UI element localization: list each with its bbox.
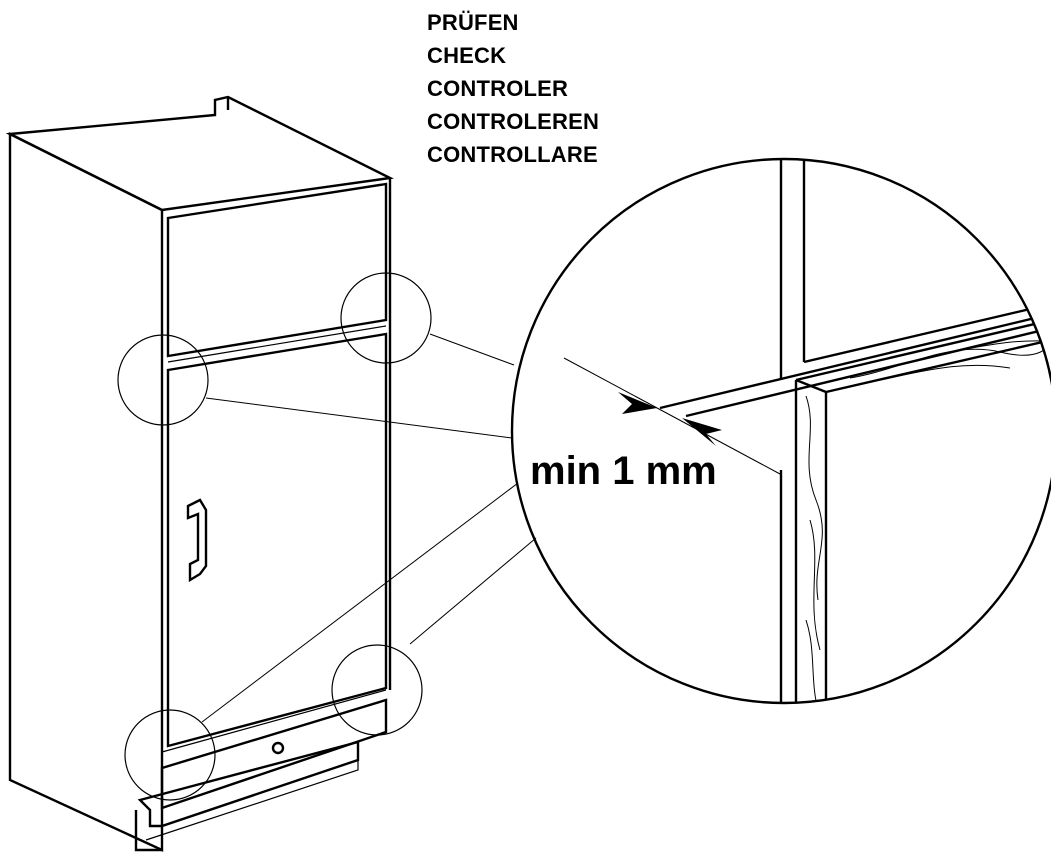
- gap-arrows: [618, 392, 722, 446]
- zoom-detail: [563, 159, 1051, 703]
- label-check-fr: CONTROLER: [427, 76, 569, 101]
- plinth: [134, 689, 388, 852]
- zoom-circle: [510, 157, 1051, 705]
- fridge-door: [166, 332, 388, 748]
- door-handle: [186, 498, 208, 583]
- check-circles: [117, 272, 432, 801]
- label-check-de: PRÜFEN: [427, 10, 519, 35]
- leader-lines: [201, 333, 537, 723]
- freezer-door: [166, 182, 388, 363]
- label-check-nl: CONTROLEREN: [427, 109, 600, 134]
- label-check-it: CONTROLLARE: [427, 142, 598, 167]
- measurement-label: min 1 mm: [530, 449, 717, 493]
- label-check-en: CHECK: [427, 43, 507, 68]
